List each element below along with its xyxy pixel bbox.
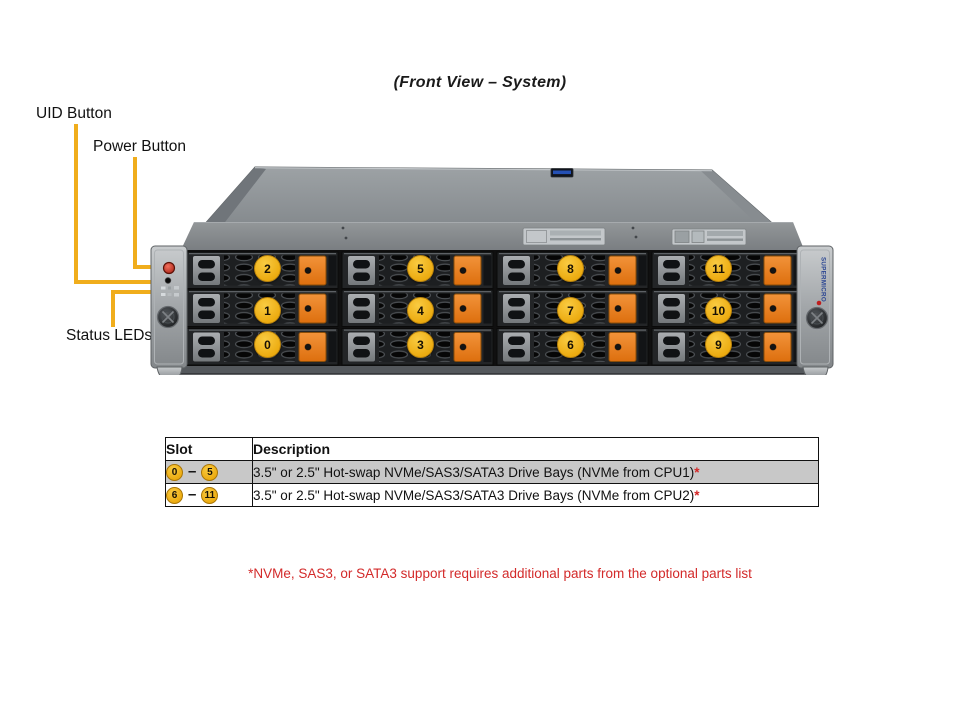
info-sticker [522, 227, 606, 246]
status-callout-line [111, 290, 165, 294]
power-button [162, 261, 176, 275]
slot-description-table: Slot Description 0–5 3.5" or 2.5" Hot-sw… [165, 437, 819, 507]
chassis-top-lid [178, 166, 807, 253]
bay-slot-badge-11: 11 [705, 255, 732, 282]
server-front-photo: SUPERMICRO [150, 166, 834, 375]
bay-slot-badge-4: 4 [407, 297, 434, 324]
thumbscrew [156, 305, 180, 329]
thumbscrew [805, 306, 829, 330]
bay-slot-badge-10: 10 [705, 297, 732, 324]
table-row: 0–5 3.5" or 2.5" Hot-swap NVMe/SAS3/SATA… [165, 460, 819, 484]
right-ear: SUPERMICRO [796, 245, 834, 375]
range-dash: – [188, 485, 197, 503]
bay-slot-badge-6: 6 [557, 331, 584, 358]
slot-badge-6: 6 [166, 486, 183, 504]
bay-slot-badge-5: 5 [407, 255, 434, 282]
slot-badge-11: 11 [201, 486, 219, 504]
status-leds [161, 286, 179, 297]
status-leds-label: Status LEDs [66, 327, 153, 344]
bay-slot-badge-7: 7 [557, 297, 584, 324]
description-cell: 3.5" or 2.5" Hot-swap NVMe/SAS3/SATA3 Dr… [252, 460, 819, 484]
slot-range-cell: 6–11 [165, 483, 253, 507]
info-sticker [671, 228, 747, 246]
description-text: 3.5" or 2.5" Hot-swap NVMe/SAS3/SATA3 Dr… [253, 464, 695, 480]
power-button-label: Power Button [93, 138, 187, 155]
bay-slot-badge-2: 2 [254, 255, 281, 282]
slot-badge-5: 5 [201, 463, 219, 481]
table-row: 6–11 3.5" or 2.5" Hot-swap NVMe/SAS3/SAT… [165, 483, 819, 507]
brand-logo-plate [550, 168, 574, 178]
footnote-marker: * [694, 487, 700, 503]
footnote-marker: * [694, 464, 700, 480]
bay-slot-badge-9: 9 [705, 331, 732, 358]
brand-red-dot [816, 300, 822, 306]
description-cell: 3.5" or 2.5" Hot-swap NVMe/SAS3/SATA3 Dr… [252, 483, 819, 507]
uid-button-label: UID Button [36, 105, 112, 122]
footnote-text: *NVMe, SAS3, or SATA3 support requires a… [248, 566, 752, 581]
bay-slot-badge-0: 0 [254, 331, 281, 358]
uid-callout-line [74, 124, 78, 284]
power-callout-line [133, 265, 160, 269]
drive-bay-area [176, 250, 813, 375]
range-dash: – [188, 462, 197, 480]
left-ear-control-panel [150, 245, 188, 375]
description-text: 3.5" or 2.5" Hot-swap NVMe/SAS3/SATA3 Dr… [253, 487, 695, 503]
uid-callout-line [74, 280, 160, 284]
slot-range-cell: 0–5 [165, 460, 253, 484]
slot-badge-0: 0 [166, 463, 183, 481]
power-callout-line [133, 157, 137, 269]
description-column-header: Description [252, 437, 819, 461]
bay-slot-badge-8: 8 [557, 255, 584, 282]
bay-slot-badge-3: 3 [407, 331, 434, 358]
uid-button [164, 277, 172, 284]
page-title: (Front View – System) [393, 74, 567, 91]
table-header-row: Slot Description [165, 437, 819, 461]
status-callout-line [111, 290, 115, 327]
slot-column-header: Slot [165, 437, 253, 461]
brand-text: SUPERMICRO [820, 257, 827, 302]
server-front-view: SUPERMICRO 2 5 8 11 1 4 7 10 0 3 6 9 [150, 160, 840, 375]
bay-slot-badge-1: 1 [254, 297, 281, 324]
